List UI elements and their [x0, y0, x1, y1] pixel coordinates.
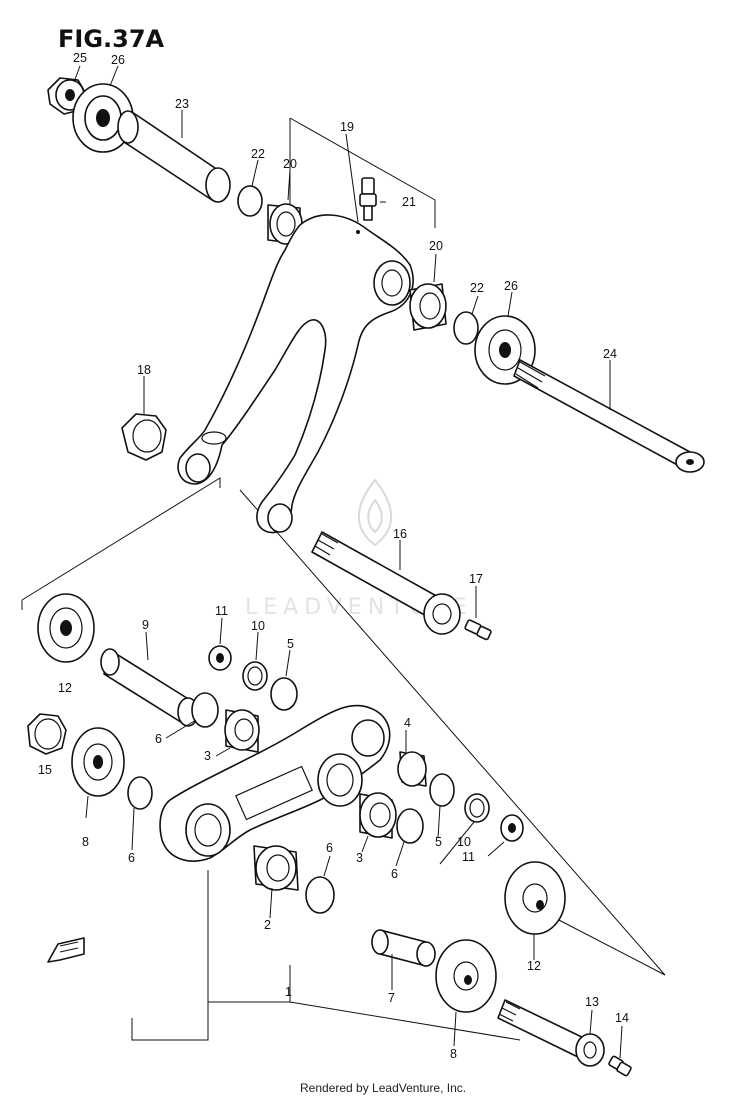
- bolt-13: [497, 999, 605, 1067]
- callout-label: 6: [391, 867, 398, 881]
- spacer-4: [397, 751, 427, 787]
- callout-label: 6: [155, 732, 162, 746]
- callout-label: 10: [457, 835, 471, 849]
- callout-label: 6: [128, 851, 135, 865]
- callout-label: 8: [450, 1047, 457, 1061]
- callout-label: 21: [402, 195, 416, 209]
- callout-label: 22: [470, 281, 484, 295]
- seal-22-left: [237, 185, 263, 217]
- bearing-2: [253, 845, 299, 891]
- callout-label: 26: [111, 53, 125, 67]
- figure-title: FIG.37A: [58, 25, 165, 53]
- cushion-lever-19: [177, 214, 414, 534]
- washer-8-bottom: [435, 939, 497, 1013]
- bearing-3-upper: [224, 709, 260, 753]
- seal-6-upper: [191, 692, 219, 728]
- grease-nipple-21: [359, 177, 377, 221]
- callout-label: 5: [287, 637, 294, 651]
- callout-label: 9: [142, 618, 149, 632]
- seal-22-right: [453, 311, 479, 345]
- washer-10-upper: [242, 661, 268, 691]
- washer-26-left: [72, 83, 134, 153]
- lower-bracket-lines: [131, 870, 521, 1041]
- callout-label: 6: [326, 841, 333, 855]
- callout-label: 17: [469, 572, 483, 586]
- callout-label: 24: [603, 347, 617, 361]
- callout-label: 16: [393, 527, 407, 541]
- nut-18: [121, 413, 167, 461]
- washer-11-lower: [500, 814, 524, 842]
- bolt-16: [311, 531, 461, 635]
- callout-label: 22: [251, 147, 265, 161]
- seal-5-upper: [270, 677, 298, 711]
- cushion-rod-1: [159, 704, 391, 862]
- spacer-9: [100, 648, 199, 727]
- callout-label: 20: [429, 239, 443, 253]
- callout-label: 14: [615, 1011, 629, 1025]
- callout-label: 19: [340, 120, 354, 134]
- callout-label: 11: [215, 604, 228, 618]
- callout-label: 12: [527, 959, 541, 973]
- flame-logo-icon: [357, 478, 393, 547]
- grease-nipple-17: [464, 619, 492, 641]
- seal-6-left: [127, 776, 153, 810]
- callout-label: 4: [404, 716, 411, 730]
- callout-labels: 25 26 23 22 20 19 21 20 22 26 24 18 16 1…: [38, 51, 629, 1061]
- bearing-3-lower: [359, 792, 397, 839]
- callout-label: 1: [285, 985, 292, 999]
- bolt-24: [513, 359, 705, 473]
- leader-lines: [73, 65, 623, 1059]
- callout-label: 20: [283, 157, 297, 171]
- grease-nipple-14: [608, 1055, 632, 1077]
- seal-5-lower: [429, 773, 455, 807]
- washer-8-left: [71, 727, 125, 797]
- washer-10-lower: [464, 793, 490, 823]
- spacer-23: [117, 110, 231, 203]
- callout-label: 12: [58, 681, 72, 695]
- bearing-20-right: [409, 283, 447, 331]
- washer-12-left: [37, 593, 95, 663]
- callout-label: 26: [504, 279, 518, 293]
- callout-label: 3: [204, 749, 211, 763]
- callout-label: 23: [175, 97, 189, 111]
- callout-label: 8: [82, 835, 89, 849]
- callout-label: 25: [73, 51, 87, 65]
- callout-label: 5: [435, 835, 442, 849]
- washer-11-upper: [208, 645, 232, 671]
- seal-6-right: [396, 808, 424, 844]
- callout-label: 2: [264, 918, 271, 932]
- nut-15: [27, 713, 67, 755]
- callout-label: 10: [251, 619, 265, 633]
- washer-12-right: [504, 861, 566, 935]
- callout-label: 11: [462, 850, 475, 864]
- callout-label: 15: [38, 763, 52, 777]
- front-direction-arrow-icon: [47, 937, 85, 963]
- seal-6-bottom: [305, 876, 335, 914]
- callout-label: 13: [585, 995, 599, 1009]
- spacer-7: [371, 929, 436, 967]
- footer-credit: Rendered by LeadVenture, Inc.: [300, 1081, 466, 1095]
- callout-label: 18: [137, 363, 151, 377]
- callout-label: 7: [388, 991, 395, 1005]
- callout-label: 3: [356, 851, 363, 865]
